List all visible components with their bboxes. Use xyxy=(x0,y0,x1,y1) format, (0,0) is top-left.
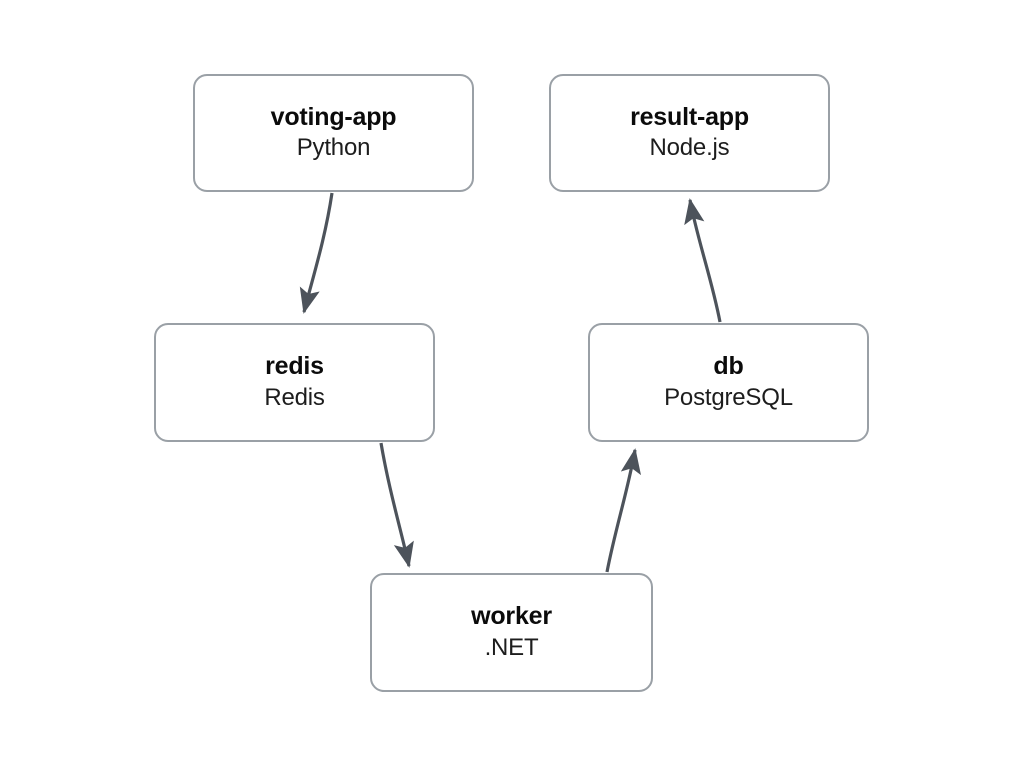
node-subtitle: Node.js xyxy=(649,134,730,162)
node-subtitle: .NET xyxy=(484,633,539,661)
node-result-app[interactable]: result-app Node.js xyxy=(549,74,830,192)
node-db[interactable]: db PostgreSQL xyxy=(588,323,869,442)
node-title: worker xyxy=(471,602,552,631)
node-title: result-app xyxy=(630,102,749,131)
edge-redis-to-worker xyxy=(379,442,414,568)
node-title: voting-app xyxy=(270,102,397,131)
node-subtitle: PostgreSQL xyxy=(664,383,793,411)
node-voting-app[interactable]: voting-app Python xyxy=(193,74,474,192)
node-subtitle: Python xyxy=(296,134,371,162)
edge-worker-to-db xyxy=(605,448,642,573)
edge-db-to-result-app xyxy=(684,198,722,323)
node-title: redis xyxy=(265,352,324,381)
edge-voting-app-to-redis xyxy=(299,192,334,314)
node-title: db xyxy=(713,352,744,381)
node-worker[interactable]: worker .NET xyxy=(370,573,653,692)
node-subtitle: Redis xyxy=(264,383,325,411)
node-redis[interactable]: redis Redis xyxy=(154,323,435,442)
